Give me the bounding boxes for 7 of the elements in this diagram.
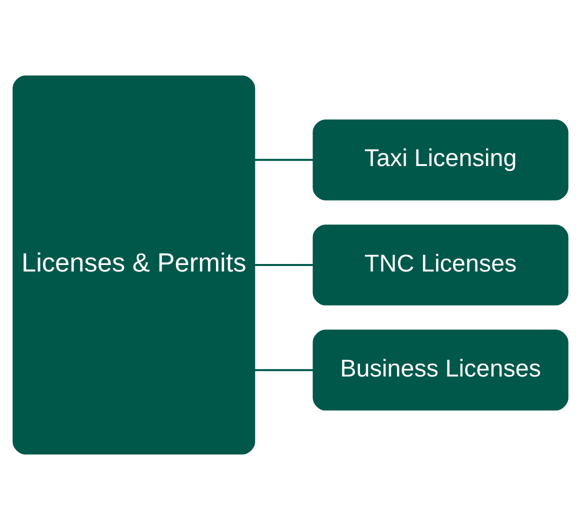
node-box: TNC Licenses <box>312 224 568 305</box>
node-box: Business Licenses <box>312 329 568 410</box>
node-box: Licenses & Permits <box>12 75 255 454</box>
connector <box>254 368 313 371</box>
node-box: Taxi Licensing <box>312 119 568 200</box>
connector <box>254 158 313 160</box>
connector <box>254 264 313 266</box>
